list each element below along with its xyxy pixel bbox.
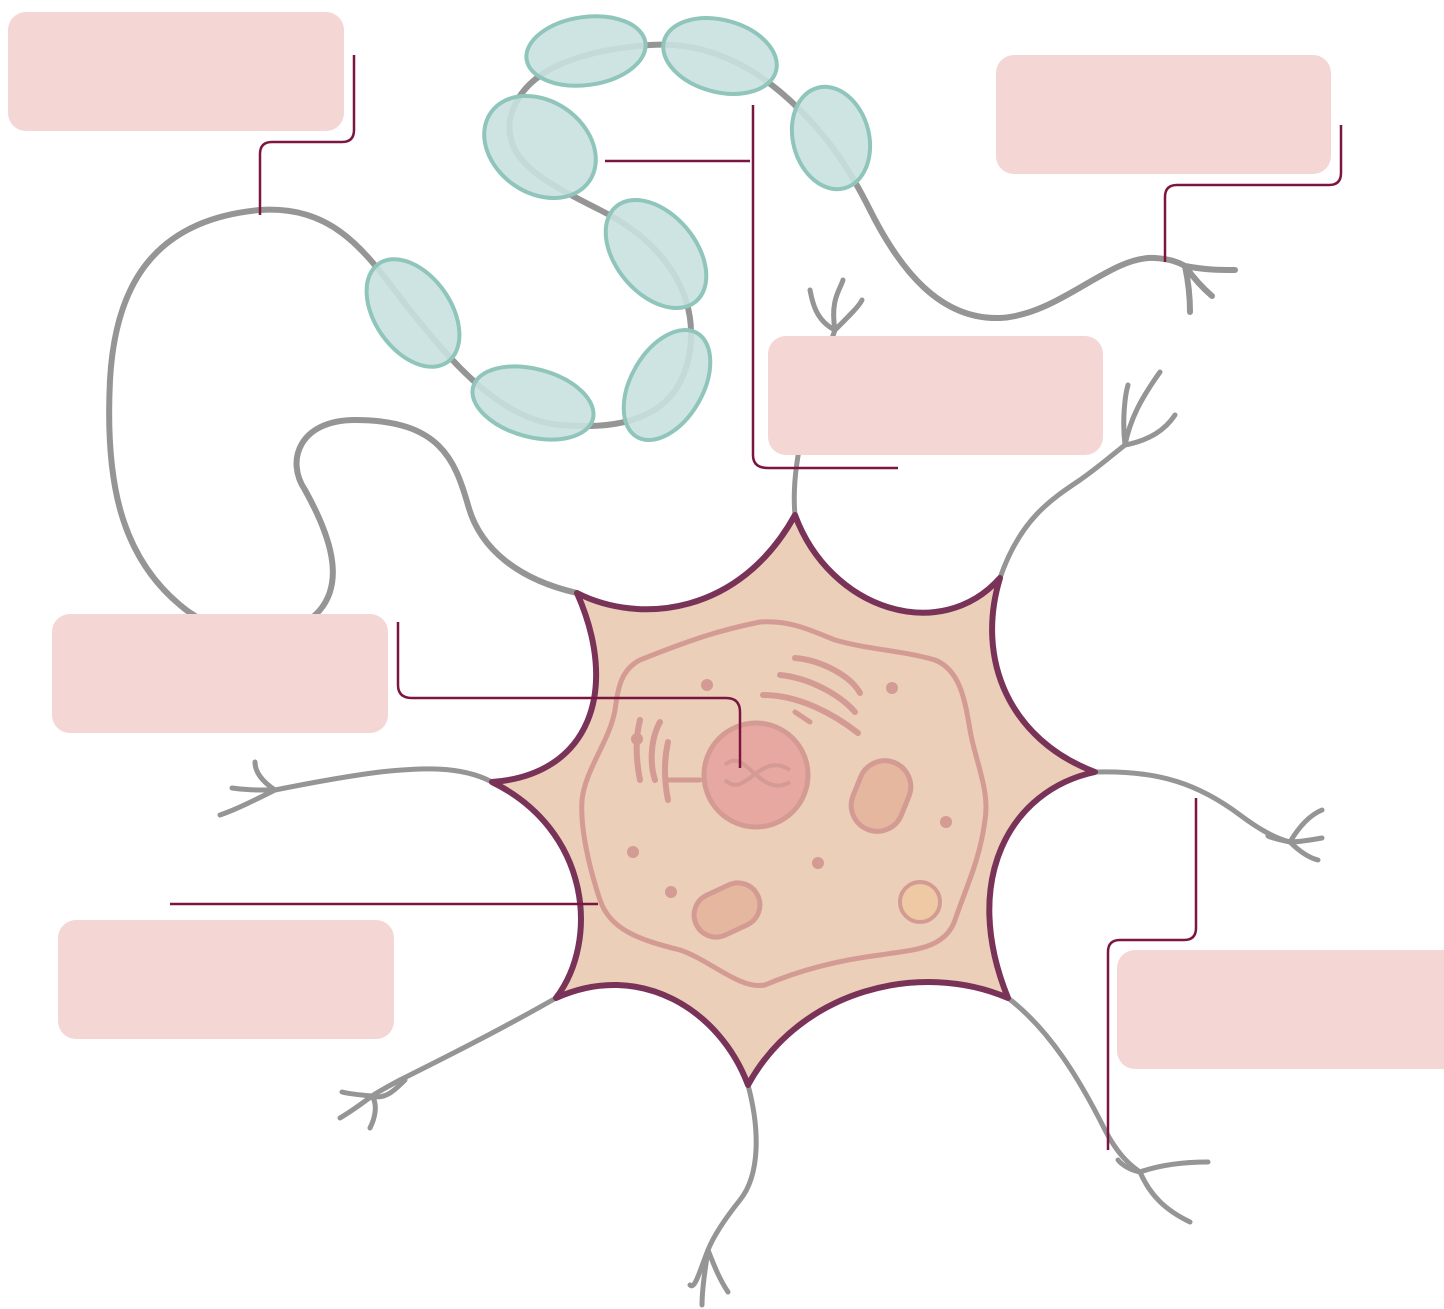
dendrite-top-branch <box>810 280 862 330</box>
myelin-segment <box>586 181 727 327</box>
ribosome-dot <box>665 886 677 898</box>
dendrite-upper-right-branch <box>1124 372 1175 445</box>
dendrite-left <box>275 769 492 790</box>
myelin-segment <box>606 315 728 455</box>
myelin-segment <box>522 9 650 93</box>
er-arc <box>637 720 640 780</box>
dendrite-bottom <box>708 1085 756 1250</box>
dendrite-bottom-branch <box>690 1250 728 1305</box>
ribosome-dot <box>886 682 898 694</box>
nucleus <box>704 723 808 827</box>
vesicle <box>900 882 940 922</box>
ribosome-dot <box>631 733 643 745</box>
myelin-segment <box>655 6 786 106</box>
dendrite-lower-left-branch <box>340 1080 405 1128</box>
dendrite-lower-right-branch <box>1118 1160 1208 1222</box>
label-middle-left <box>52 614 388 733</box>
dendrite-upper-right <box>1000 445 1125 578</box>
myelin-segment <box>781 78 881 198</box>
label-top-right <box>996 55 1331 174</box>
ribosome-dot <box>812 857 824 869</box>
label-bottom-left <box>58 920 394 1039</box>
label-bottom-right <box>1117 950 1444 1069</box>
label-top-left <box>8 12 344 131</box>
axon-terminal-branch <box>1185 266 1235 312</box>
dendrite-left-branch <box>220 762 275 815</box>
dendrite-lower-left <box>372 998 556 1096</box>
cell-body <box>492 515 1095 1085</box>
ribosome-dot <box>940 816 952 828</box>
myelin-segment <box>464 354 601 452</box>
ribosome-dot <box>627 846 639 858</box>
vesicle-inner <box>909 891 933 915</box>
myelin-segment <box>464 75 615 219</box>
dendrite-right <box>1095 772 1290 842</box>
label-center-right <box>768 336 1103 455</box>
er-arc <box>665 742 668 800</box>
ribosome-dot <box>701 679 713 691</box>
